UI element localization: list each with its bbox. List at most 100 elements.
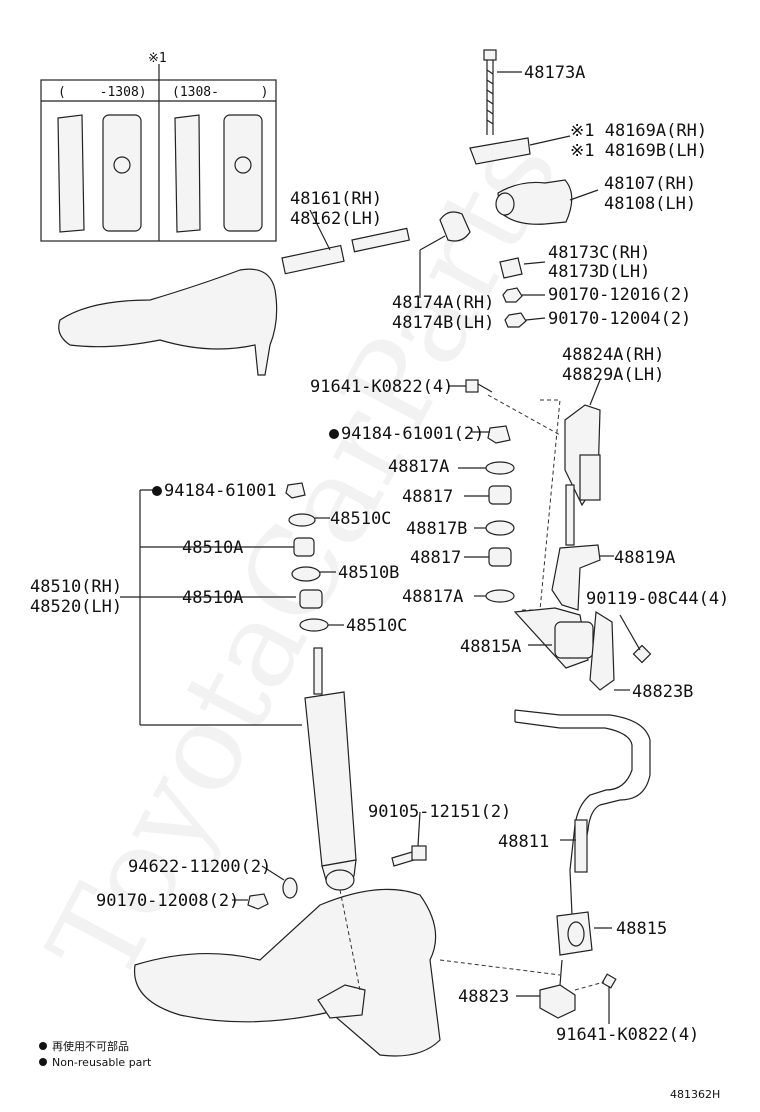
- label-48829A: 48829A(LH): [562, 365, 664, 385]
- legend-dot-en: [39, 1058, 47, 1066]
- label-48174A: 48174A(RH): [392, 293, 494, 313]
- label-48173A: 48173A: [524, 63, 585, 83]
- washer-48817A: [485, 461, 515, 475]
- inset-col1-header: ( -1308): [58, 85, 147, 100]
- label-48510: 48510(RH): [30, 577, 122, 597]
- label-48823B: 48823B: [632, 682, 693, 702]
- label-48815: 48815: [616, 919, 667, 939]
- stabilizer-clamp-2: [539, 984, 576, 1019]
- torsion-bar-arm: [439, 211, 471, 242]
- lower-arm: [133, 888, 441, 1057]
- stabilizer-bar-outline-a: [514, 709, 651, 871]
- label-48520: 48520(LH): [30, 597, 122, 617]
- label-48819A: 48819A: [614, 548, 675, 568]
- shock-washer-top: [288, 513, 316, 527]
- shock-retainer: [291, 566, 321, 582]
- inset-box: ※1 ( -1308) (1308- ): [40, 51, 277, 242]
- torsion-bar: [351, 227, 410, 253]
- washer-48817B: [485, 520, 515, 536]
- label-48510A-1: 48510A: [182, 538, 243, 558]
- anchor-bracket: [497, 179, 573, 225]
- label-48510C-1: 48510C: [330, 509, 391, 529]
- clamp-bolt: [632, 644, 652, 664]
- shock-nut: [285, 482, 306, 499]
- label-48815A: 48815A: [460, 637, 521, 657]
- clamp-bolt-2: [601, 973, 617, 989]
- label-48173C: 48173C(RH): [548, 243, 650, 263]
- label-48811: 48811: [498, 832, 549, 852]
- label-48817A-2: 48817A: [402, 587, 463, 607]
- non-reusable-dot-2: [152, 486, 162, 496]
- label-48817A-1: 48817A: [388, 457, 449, 477]
- bolt-head: [483, 49, 497, 61]
- label-94184-a: 94184-61001(2): [341, 424, 484, 444]
- stabilizer-bar-outline-b: [514, 721, 633, 871]
- shock-bolt-head: [411, 845, 427, 861]
- label-48162: 48162(LH): [290, 209, 382, 229]
- label-48824A: 48824A(RH): [562, 345, 664, 365]
- label-90170-12004: 90170-12004(2): [548, 309, 691, 329]
- label-48817-1: 48817: [402, 487, 453, 507]
- link-rod: [565, 484, 575, 546]
- label-91641-top: 91641-K0822(4): [310, 377, 453, 397]
- shock-washer-bottom: [299, 618, 329, 632]
- anchor-arm: [469, 137, 531, 165]
- callout-labels: 48173A ※1 48169A(RH) ※1 48169B(LH) 48107…: [30, 63, 729, 1045]
- bushing-48817-2: [488, 547, 512, 567]
- shock-eye: [325, 869, 355, 891]
- label-48510C-2: 48510C: [346, 616, 407, 636]
- upper-arm-assembly: [58, 209, 471, 376]
- label-90119: 90119-08C44(4): [586, 589, 729, 609]
- bolt-head-top: [465, 379, 479, 393]
- stabilizer-bushing-block: [554, 621, 594, 659]
- label-48107: 48107(RH): [604, 174, 696, 194]
- label-48169A: ※1 48169A(RH): [570, 121, 707, 141]
- label-48817-2: 48817: [410, 548, 461, 568]
- stabilizer-clamp: [589, 610, 615, 691]
- non-reusable-dot-1: [329, 429, 339, 439]
- label-48174B: 48174B(LH): [392, 313, 494, 333]
- label-48823: 48823: [458, 987, 509, 1007]
- anchor-nut: [499, 257, 523, 279]
- label-90170-12016: 90170-12016(2): [548, 285, 691, 305]
- shock-rod: [313, 647, 323, 695]
- hex-nut-2: [504, 312, 527, 328]
- legend-jp: 再使用不可部品: [52, 1039, 129, 1053]
- lock-nut: [487, 425, 511, 444]
- label-48161: 48161(RH): [290, 189, 382, 209]
- label-90105: 90105-12151(2): [368, 802, 511, 822]
- washer-48817A-2: [485, 589, 515, 603]
- washer-94622: [282, 877, 298, 899]
- upper-arm: [58, 268, 278, 376]
- lower-arm-bracket: [317, 984, 366, 1019]
- legend: 再使用不可部品 Non-reusable part: [39, 1039, 152, 1069]
- stabilizer-bar-group: [513, 607, 652, 1024]
- nut-90170: [247, 893, 269, 910]
- label-94622: 94622-11200(2): [128, 857, 271, 877]
- torsion-anchor-parts: [469, 49, 599, 328]
- shock-absorber-group: [120, 482, 427, 910]
- label-94184-b: 94184-61001: [164, 481, 277, 501]
- shock-bushing-bottom: [299, 589, 323, 609]
- link-bracket-plate: [579, 454, 601, 501]
- shock-bushing-top: [293, 537, 315, 557]
- label-48169B: ※1 48169B(LH): [570, 141, 707, 161]
- shock-bolt: [391, 851, 415, 867]
- bracket-side-view: [57, 114, 85, 233]
- shock-body: [304, 691, 357, 867]
- legend-dot-jp: [39, 1042, 47, 1050]
- stabilizer-link-group: [448, 379, 614, 611]
- label-90170-12008: 90170-12008(2): [96, 891, 239, 911]
- bracket-side-view-2: [174, 114, 201, 233]
- torsion-bar-end: [281, 244, 345, 275]
- stabilizer-end: [574, 819, 588, 873]
- hex-nut: [502, 287, 523, 303]
- link-lower: [551, 544, 601, 611]
- bushing-48817: [488, 485, 512, 505]
- inset-col2-header: (1308- ): [172, 85, 268, 100]
- label-48510A-2: 48510A: [182, 588, 243, 608]
- inset-marker: ※1: [148, 51, 167, 66]
- label-48817B: 48817B: [406, 519, 467, 539]
